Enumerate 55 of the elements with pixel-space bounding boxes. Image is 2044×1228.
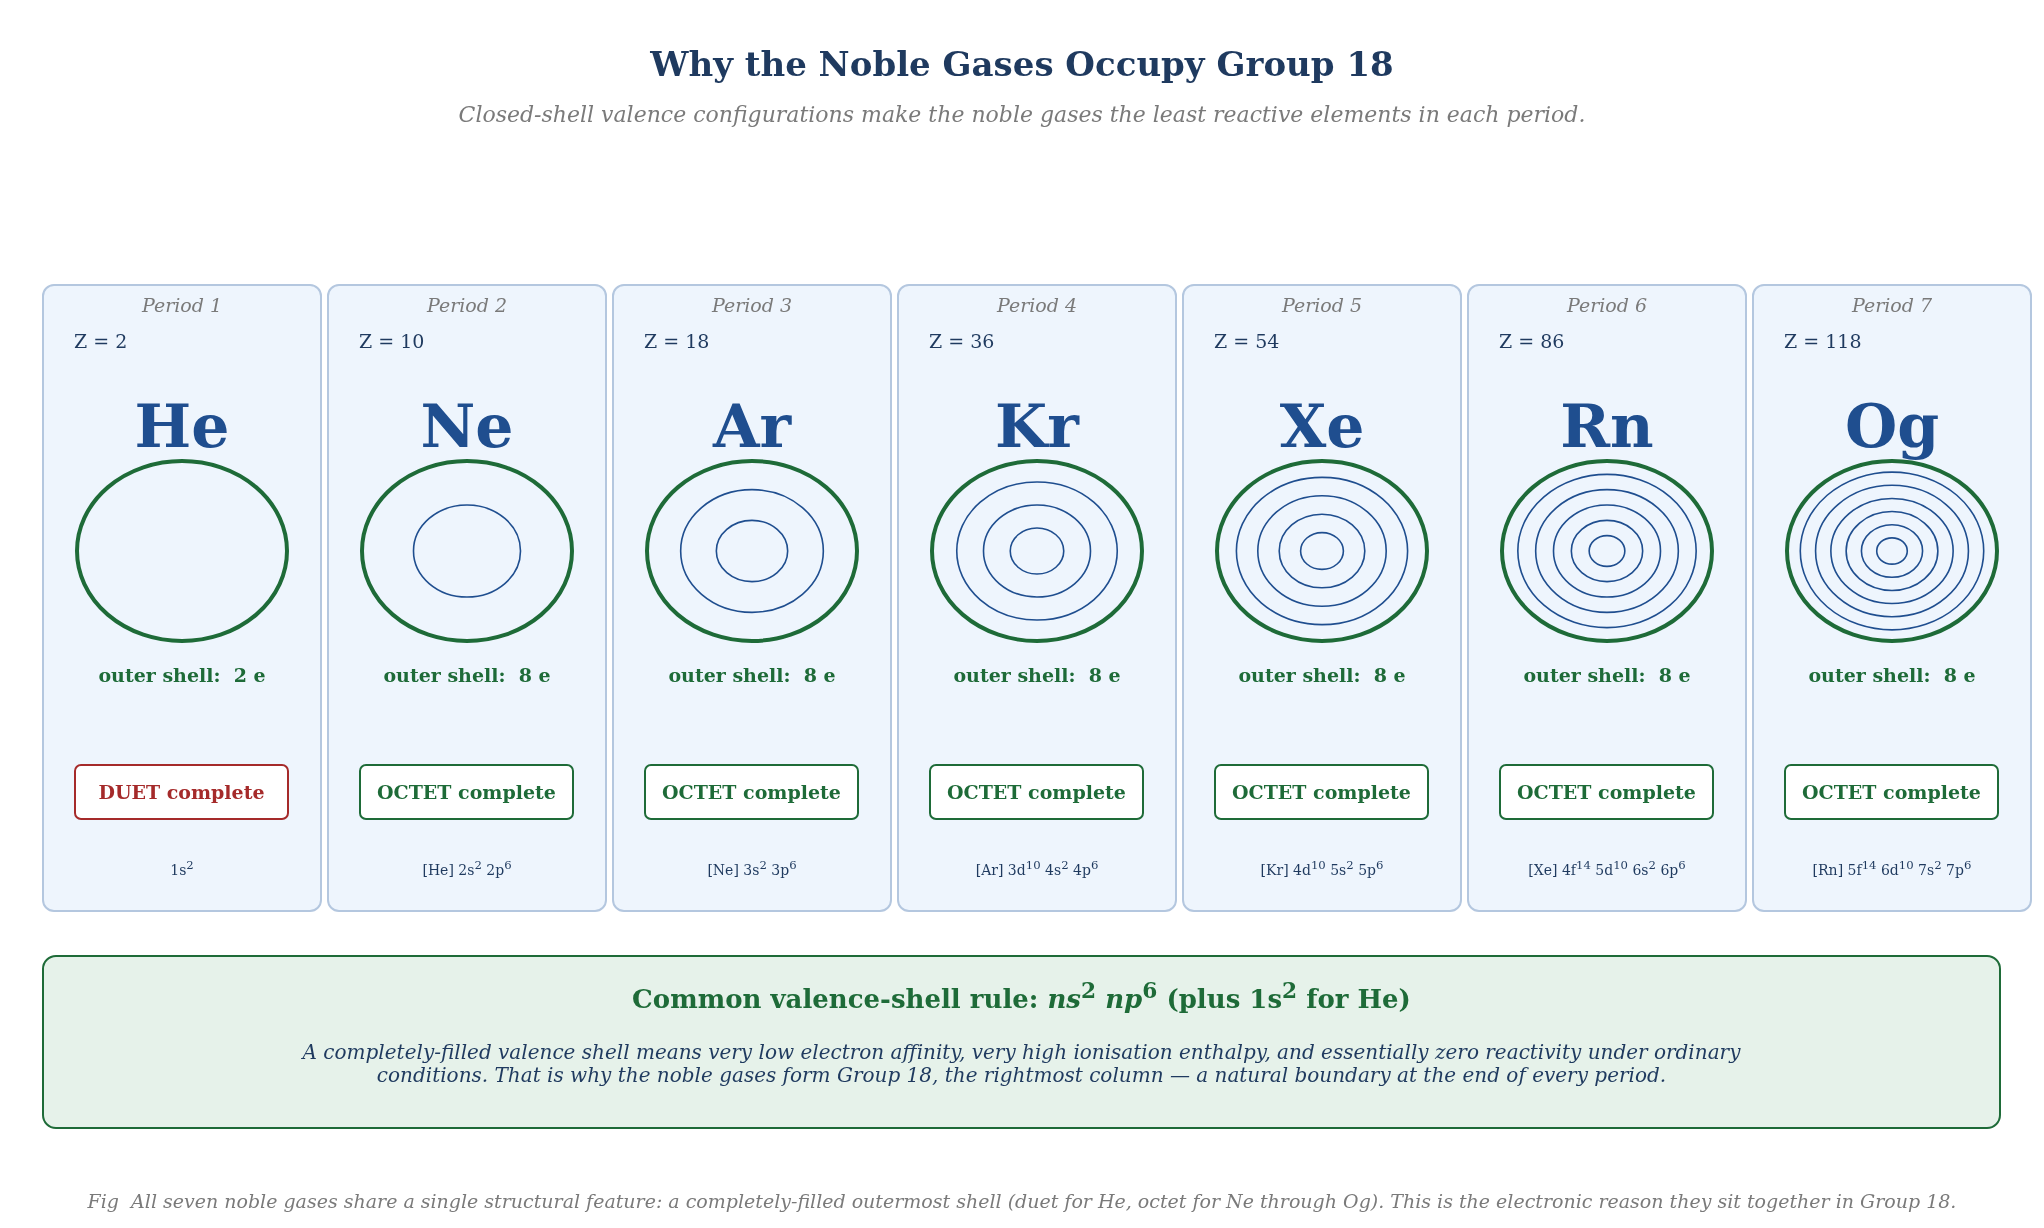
period-label: Period 4 (995, 294, 1079, 316)
outer-shell-label: outer shell: 8 e (667, 664, 837, 686)
status-badge: OCTET complete (359, 764, 574, 820)
electron-configuration: [Rn] 5f$^{14}$ 6d$^{10}$ 7s$^{2}$ 7p$^{6}$ (1811, 858, 1973, 878)
status-badge: OCTET complete (644, 764, 859, 820)
rule-heading: Common valence-shell rule: ns$^{2}$ np$^{6}$ (plus 1s$^{2}$ for He) (631, 979, 1412, 1015)
period-card (1182, 284, 1462, 912)
atomic-number: Z = 10 (359, 330, 425, 352)
atomic-number: Z = 86 (1499, 330, 1565, 352)
outer-shell-label: outer shell: 8 e (952, 664, 1122, 686)
element-symbol: Xe (1278, 391, 1366, 461)
figure-caption: Fig All seven noble gases share a single structural feature: a completely-filled outermost shell (duet for He, octet for Ne through Og). This is the electronic reason they sit together in Group 18. (86, 1190, 1958, 1212)
electron-configuration: [Ne] 3s$^{2}$ 3p$^{6}$ (706, 858, 798, 878)
electron-configuration: [Kr] 4d$^{10}$ 5s$^{2}$ 5p$^{6}$ (1259, 858, 1385, 878)
rule-explanation: A completely-filled valence shell means very low electron affinity, very high ionisation enthalpy, and essentially zero reactivity under ordinary conditions. That is why the noble gases form Group 18, the rightmost column — a natural boundary at the end of every period. (300, 1041, 1742, 1087)
period-card (612, 284, 892, 912)
period-label: Period 5 (1280, 294, 1364, 316)
element-symbol: Ne (419, 391, 515, 461)
element-symbol: Rn (1559, 391, 1655, 461)
period-card (327, 284, 607, 912)
period-label: Period 7 (1850, 294, 1934, 316)
period-label: Period 2 (425, 294, 509, 316)
element-symbol: Og (1843, 391, 1941, 461)
element-symbol: Kr (994, 391, 1081, 461)
period-label: Period 6 (1565, 294, 1649, 316)
atomic-number: Z = 2 (74, 330, 128, 352)
status-badge: OCTET complete (929, 764, 1144, 820)
status-badge: OCTET complete (1499, 764, 1714, 820)
period-card (1467, 284, 1747, 912)
electron-configuration: 1s$^{2}$ (169, 858, 195, 878)
electron-configuration: [Xe] 4f$^{14}$ 5d$^{10}$ 6s$^{2}$ 6p$^{6}$ (1527, 858, 1687, 878)
atomic-number: Z = 118 (1784, 330, 1862, 352)
outer-shell-label: outer shell: 8 e (382, 664, 552, 686)
title: Why the Noble Gases Occupy Group 18 (649, 44, 1395, 84)
outer-shell-label: outer shell: 8 e (1237, 664, 1407, 686)
outer-shell-label: outer shell: 8 e (1807, 664, 1977, 686)
atomic-number: Z = 54 (1214, 330, 1280, 352)
period-card (897, 284, 1177, 912)
period-card (1752, 284, 2032, 912)
subtitle: Closed-shell valence configurations make the noble gases the least reactive elements in each period. (457, 102, 1587, 127)
period-label: Period 3 (710, 294, 794, 316)
electron-configuration: [Ar] 3d$^{10}$ 4s$^{2}$ 4p$^{6}$ (974, 858, 1100, 878)
outer-shell-label: outer shell: 8 e (1522, 664, 1692, 686)
status-badge: DUET complete (74, 764, 289, 820)
period-label: Period 1 (140, 294, 224, 316)
atomic-number: Z = 36 (929, 330, 995, 352)
status-badge: OCTET complete (1784, 764, 1999, 820)
element-symbol: He (133, 391, 231, 461)
electron-configuration: [He] 2s$^{2}$ 2p$^{6}$ (421, 858, 513, 878)
outer-shell-label: outer shell: 2 e (97, 664, 267, 686)
atomic-number: Z = 18 (644, 330, 710, 352)
period-card (42, 284, 322, 912)
rule-panel (42, 955, 2001, 1129)
status-badge: OCTET complete (1214, 764, 1429, 820)
element-symbol: Ar (711, 391, 793, 461)
